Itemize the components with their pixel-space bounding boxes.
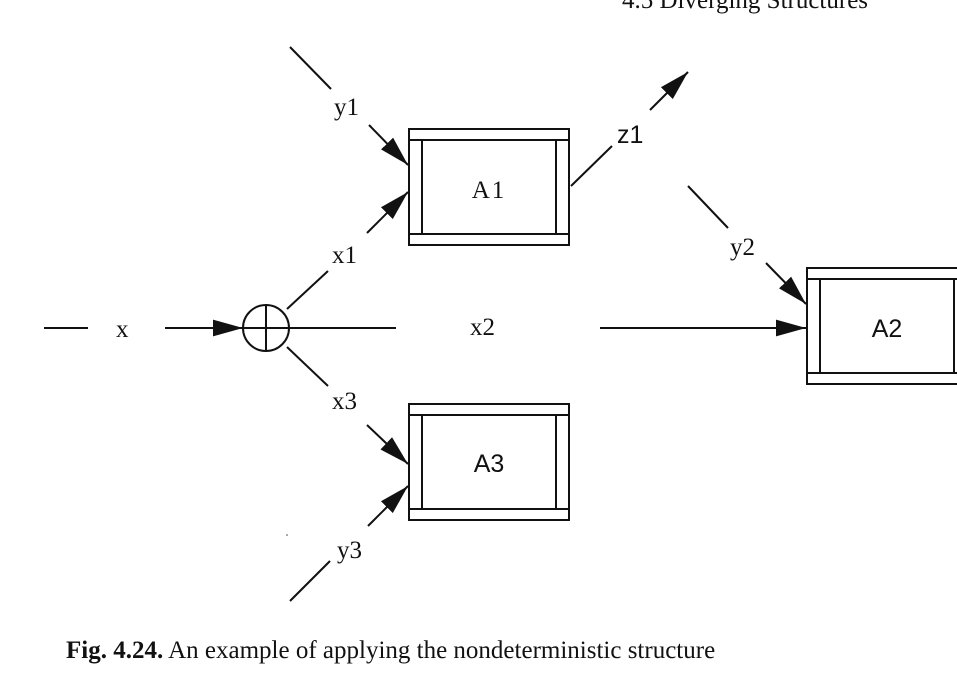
block-a3 [408,403,570,521]
block-a1 [408,128,570,246]
block-a1-label: A1 [472,177,507,204]
line-x1 [286,270,329,310]
line-y3 [289,560,331,602]
label-x2: x2 [470,314,495,341]
label-y2: y2 [730,234,755,261]
arrow-y3 [367,485,409,527]
circle-plus-connector [242,304,290,352]
label-x1: x1 [332,242,357,269]
line-y1 [289,46,332,90]
arrow-x1 [366,191,409,234]
label-x: x [116,316,129,343]
figure-caption: Fig. 4.24. An example of applying the no… [66,637,715,665]
label-y3: y3 [337,537,362,564]
label-y1: y1 [334,94,359,121]
arrow-y2 [765,262,807,305]
line-x3 [286,346,329,387]
arrow-y1 [368,124,409,166]
figure-number: Fig. 4.24. [66,637,164,664]
line-z1 [570,145,613,187]
caption-text: An example of applying the nondeterminis… [168,637,716,664]
arrow-z1 [649,71,689,111]
block-a2-label: A2 [872,315,903,343]
arrow-x3 [366,424,409,465]
label-z1: z1 [617,121,643,149]
stray-dot [286,534,288,536]
block-a2 [806,267,957,385]
label-x3: x3 [332,388,357,415]
line-y2 [687,185,729,229]
running-header: 4.5 Diverging Structures [622,0,869,14]
block-a3-label: A3 [474,450,505,478]
